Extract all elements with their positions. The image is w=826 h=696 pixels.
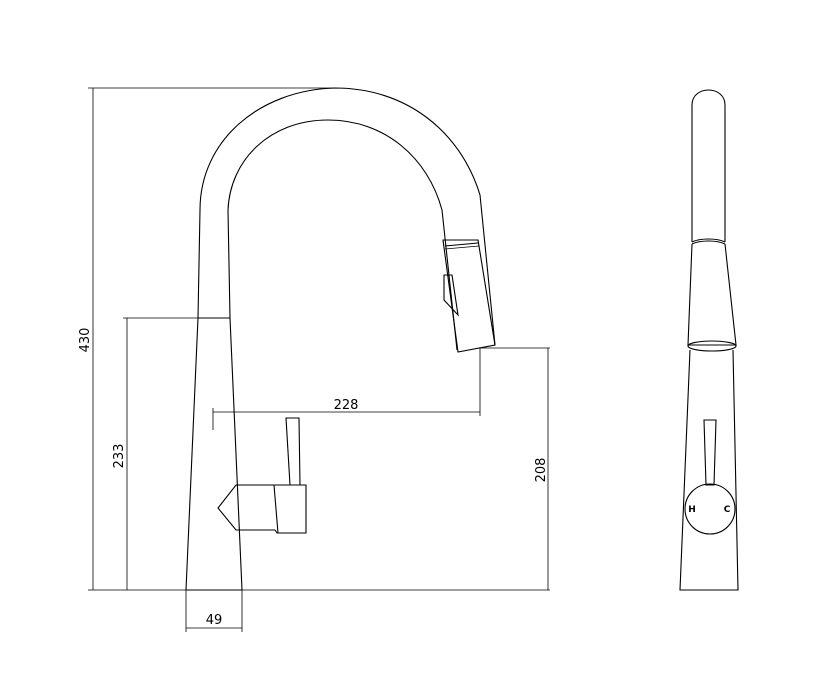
- cold-label: C: [724, 505, 731, 515]
- front-spray-head: [687, 243, 737, 346]
- front-spray-outlet: [687, 340, 737, 352]
- front-lever: [703, 419, 717, 486]
- lever-handle: [285, 417, 301, 486]
- spout-clearance-label: 208: [534, 458, 549, 483]
- base-diameter-label: 49: [206, 613, 223, 628]
- front-body: [679, 349, 739, 591]
- front-spout-band: [691, 238, 726, 245]
- gooseneck-inner: [227, 119, 458, 351]
- spray-head: [442, 239, 496, 353]
- front-handle-hub: [684, 483, 736, 535]
- spout-reach-label: 228: [334, 398, 359, 413]
- faucet-side-elevation: [185, 87, 496, 591]
- lever-hub-divider: [273, 484, 279, 534]
- hot-label: H: [688, 505, 696, 515]
- faucet-front-view: H C: [679, 89, 739, 591]
- lever-height-label: 233: [112, 444, 127, 469]
- spray-head-band: [444, 242, 479, 247]
- dimension-lines: 430 233 208 228 49: [78, 87, 550, 632]
- front-spout-upper: [691, 89, 726, 242]
- spray-button: [443, 274, 459, 317]
- total-height-label: 430: [78, 328, 93, 353]
- faucet-body: [185, 317, 243, 591]
- lever-hub: [217, 484, 307, 534]
- spray-head-band-2: [444, 245, 480, 250]
